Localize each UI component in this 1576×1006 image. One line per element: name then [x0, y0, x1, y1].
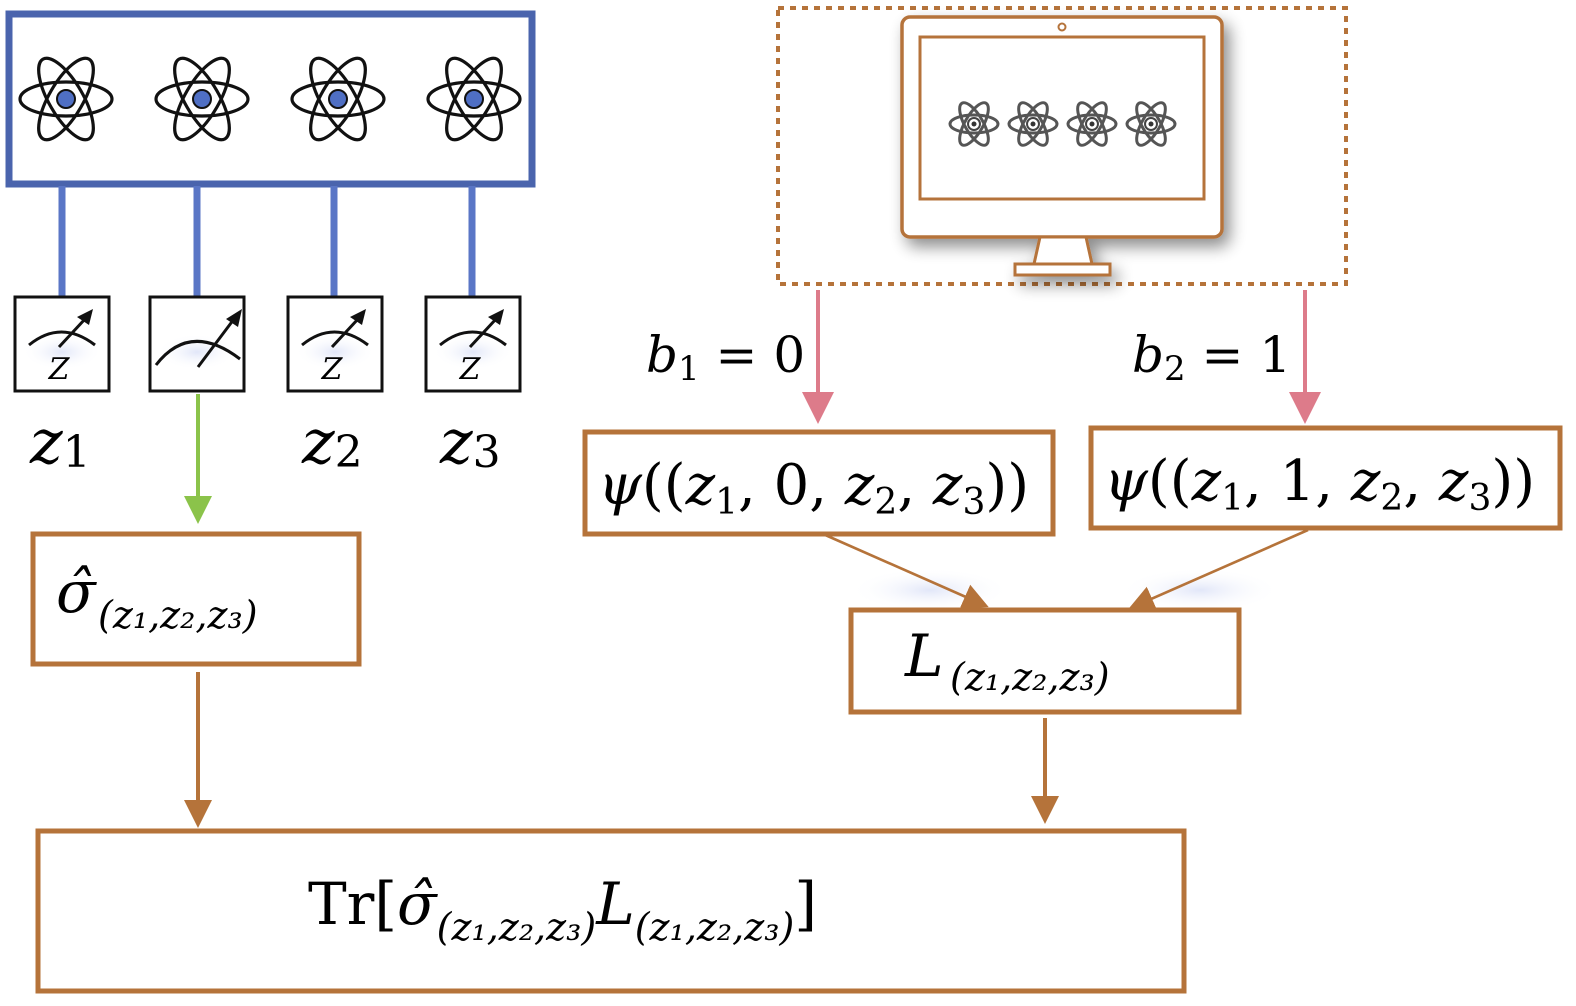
meter-basis-label: Z	[48, 352, 71, 387]
qubit-wires	[58, 186, 476, 296]
measurement-meter-icon: Z	[424, 295, 522, 393]
sigma-hat-symbol: σ̂	[56, 558, 97, 626]
L-symbol: L	[904, 622, 944, 690]
pink-arrowhead-b2	[1289, 392, 1321, 424]
outcome-z2-label: z2	[301, 405, 363, 478]
atom-icon	[426, 49, 522, 149]
measurement-meter-icon	[148, 295, 246, 393]
arrowhead-L-to-trace	[1031, 796, 1059, 824]
meter-basis-label: Z	[321, 352, 344, 387]
meter-basis-label: Z	[459, 352, 482, 387]
atom-icon	[18, 49, 114, 149]
bit-b2-label: b2 = 1	[1132, 326, 1291, 389]
psi-box-b1	[1088, 425, 1563, 531]
glow	[1120, 568, 1280, 612]
psi-box-b0	[582, 429, 1056, 537]
measurement-meter-icon: Z	[13, 295, 111, 393]
measurement-meter-icon: Z	[286, 295, 384, 393]
arrowhead-sigma-to-trace	[184, 800, 212, 828]
glow	[850, 568, 1010, 612]
sigma-box	[30, 531, 362, 667]
atom-icon	[154, 49, 250, 149]
outcome-z3-label: z3	[439, 405, 501, 478]
monitor-icon	[900, 15, 1224, 277]
trace-expression: Tr[σ̂(z₁,z₂,z₃)L(z₁,z₂,z₃)]	[308, 870, 817, 949]
psi-b0-expression: ψ((z1, 0, z2, z3))	[598, 453, 1029, 523]
trace-box	[35, 828, 1187, 994]
arrow-psi0-to-L	[822, 532, 989, 609]
psi-b1-expression: ψ((z1, 1, z2, z3))	[1104, 449, 1535, 519]
bit-b1-label: b1 = 0	[646, 326, 805, 389]
green-arrowhead	[184, 496, 212, 524]
classical-computer-dashed-box	[776, 6, 1348, 286]
L-box	[848, 607, 1242, 715]
outcome-z1-label: z1	[29, 405, 91, 478]
quantum-device-box	[5, 10, 536, 188]
pink-arrowhead-b1	[802, 392, 834, 424]
atom-icon	[290, 49, 386, 149]
arrow-psi1-to-L	[1128, 528, 1309, 611]
sigma-subscript: (z₁,z₂,z₃)	[98, 593, 258, 637]
L-subscript: (z₁,z₂,z₃)	[950, 655, 1110, 699]
